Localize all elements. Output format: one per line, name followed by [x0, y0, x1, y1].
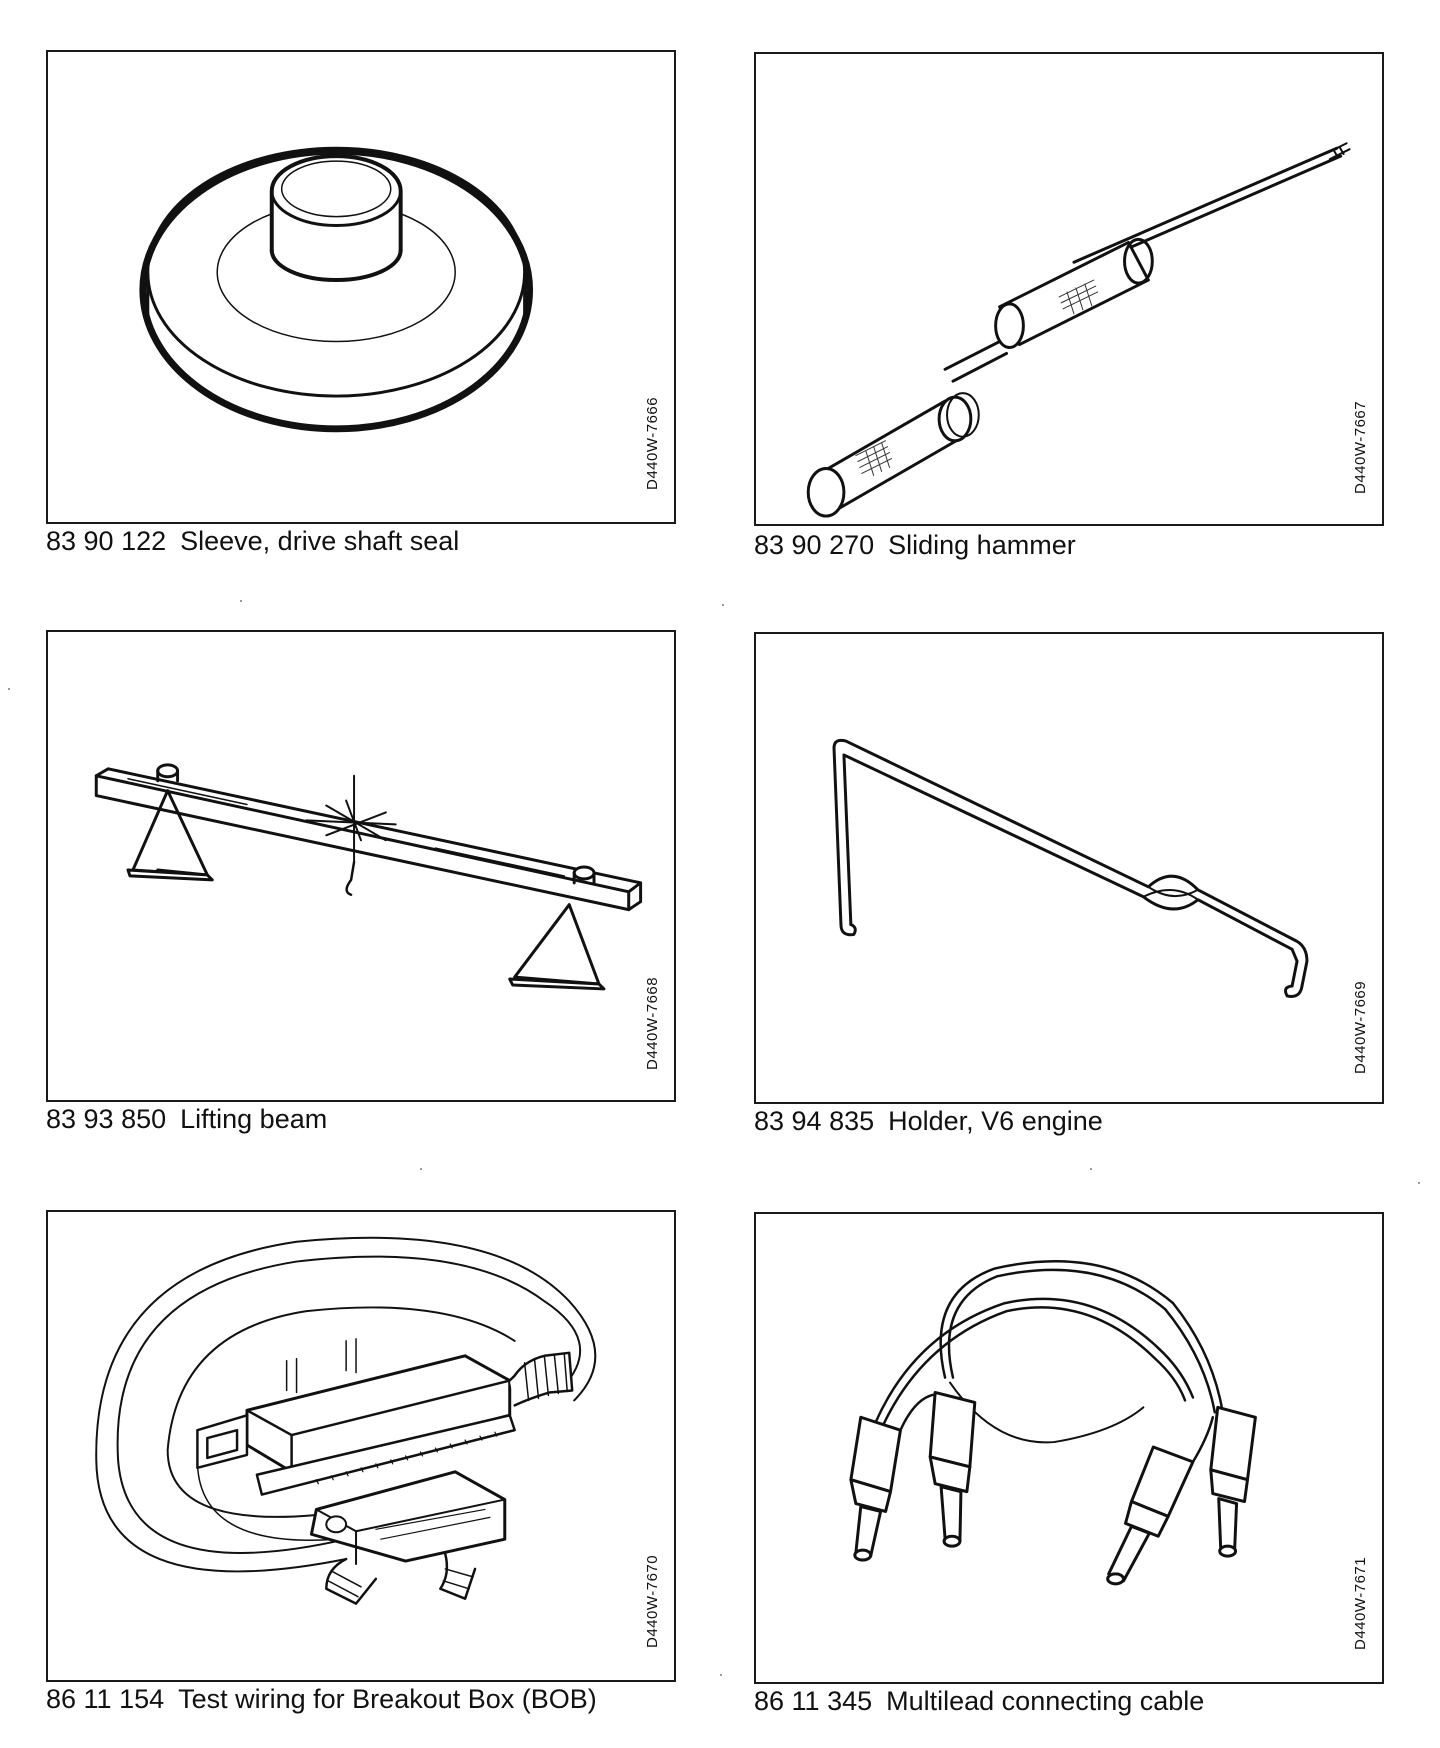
drawing-code: D440W-7671: [1352, 1556, 1369, 1650]
part-number: 86 11 154: [46, 1684, 165, 1714]
tool-name: Test wiring for Breakout Box (BOB): [178, 1684, 597, 1714]
test-wiring-icon: [95, 1236, 597, 1605]
tool-name: Sleeve, drive shaft seal: [180, 526, 460, 556]
tool-name: Lifting beam: [180, 1104, 328, 1134]
tool-figure-cable: D440W-7671: [754, 1212, 1384, 1684]
drawing-code: D440W-7666: [644, 396, 661, 490]
tool-caption: 83 90 122 Sleeve, drive shaft seal: [46, 526, 459, 557]
sliding-hammer-icon: [806, 142, 1351, 518]
tool-figure-holder: D440W-7669: [754, 632, 1384, 1104]
part-number: 83 93 850: [46, 1104, 167, 1134]
tool-figure-sleeve: D440W-7666: [46, 50, 676, 524]
tool-caption: 83 94 835 Holder, V6 engine: [754, 1106, 1103, 1137]
tool-caption: 86 11 345 Multilead connecting cable: [754, 1686, 1204, 1717]
tool-caption: 83 93 850 Lifting beam: [46, 1104, 327, 1135]
tool-name: Sliding hammer: [888, 530, 1076, 560]
part-number: 86 11 345: [754, 1686, 873, 1716]
scan-speck: [1090, 1168, 1092, 1170]
cable-icon: [849, 1260, 1257, 1586]
tool-caption: 86 11 154 Test wiring for Breakout Box (B…: [46, 1684, 597, 1715]
sleeve-icon: [139, 146, 534, 433]
tool-name: Multilead connecting cable: [886, 1686, 1205, 1716]
tool-figure-test-wiring: D440W-7670: [46, 1210, 676, 1682]
scan-speck: [1418, 1182, 1420, 1184]
scan-speck: [420, 1168, 422, 1170]
scan-speck: [8, 688, 10, 690]
tool-figure-sliding-hammer: D440W-7667: [754, 52, 1384, 526]
tool-figure-lifting-beam: D440W-7668: [46, 630, 676, 1102]
scan-speck: [722, 604, 724, 606]
scan-speck: [240, 600, 242, 602]
tool-name: Holder, V6 engine: [888, 1106, 1103, 1136]
drawing-code: D440W-7667: [1352, 400, 1369, 494]
drawing-code: D440W-7669: [1352, 980, 1369, 1074]
lifting-beam-icon: [94, 763, 643, 991]
drawing-code: D440W-7670: [644, 1554, 661, 1648]
holder-icon: [832, 738, 1309, 998]
drawing-code: D440W-7668: [644, 976, 661, 1070]
part-number: 83 90 122: [46, 526, 167, 556]
part-number: 83 94 835: [754, 1106, 875, 1136]
part-number: 83 90 270: [754, 530, 875, 560]
scan-speck: [720, 1674, 722, 1676]
tool-caption: 83 90 270 Sliding hammer: [754, 530, 1076, 561]
